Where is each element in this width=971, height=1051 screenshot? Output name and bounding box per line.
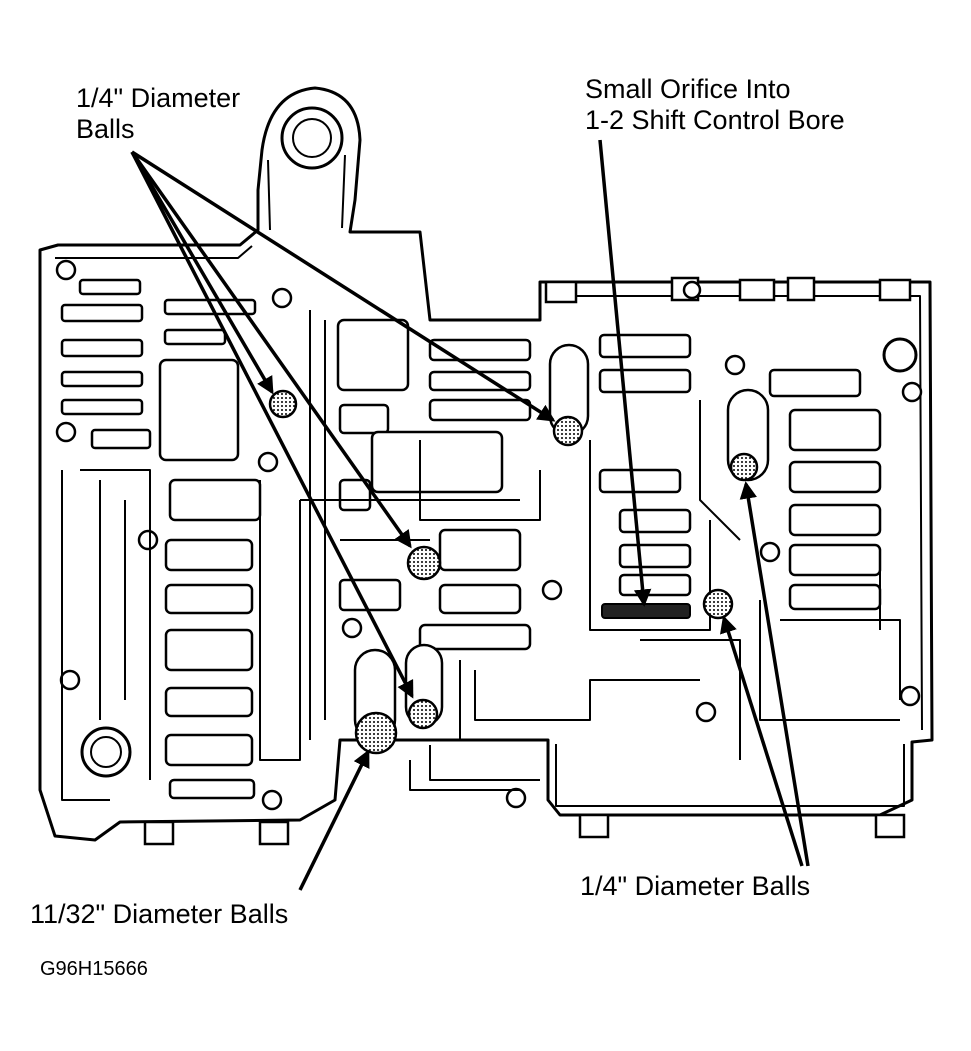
- small-orifice: [601, 603, 691, 619]
- label-top-left-line2: Balls: [76, 114, 135, 144]
- small-ball-f: [702, 588, 734, 620]
- leader-top-left-c: [130, 150, 412, 549]
- label-top-left: 1/4" Diameter Balls: [76, 83, 240, 145]
- leader-top-left-b: [131, 150, 556, 422]
- large-ball: [354, 711, 398, 755]
- bolt-holes: [55, 259, 923, 811]
- label-bottom-right: 1/4" Diameter Balls: [580, 871, 811, 901]
- leader-lines: [130, 139, 810, 891]
- small-ball-c: [406, 545, 442, 581]
- label-top-left-line1: 1/4" Diameter: [76, 83, 241, 113]
- label-top-right: Small Orifice Into 1-2 Shift Control Bor…: [585, 74, 845, 136]
- small-ball-e: [729, 452, 759, 482]
- label-top-right-line2: 1-2 Shift Control Bore: [585, 105, 845, 135]
- small-ball-d: [407, 698, 439, 730]
- leader-top-left-d: [130, 151, 414, 699]
- label-bottom-left: 11/32" Diameter Balls: [30, 899, 289, 929]
- label-top-right-line1: Small Orifice Into: [585, 74, 791, 104]
- leader-bottom-left: [298, 749, 370, 891]
- small-ball-b: [552, 415, 584, 447]
- leader-bottom-right-a: [739, 481, 810, 867]
- leader-top-left-a: [130, 151, 274, 395]
- leader-top-right: [598, 139, 652, 607]
- figure-code: G96H15666: [40, 958, 148, 980]
- leader-bottom-right-b: [720, 615, 804, 867]
- right-passages: [589, 333, 901, 760]
- small-ball-a: [268, 389, 298, 419]
- valve-body: [38, 86, 934, 846]
- left-passages: [60, 278, 301, 801]
- check-balls: [268, 389, 759, 755]
